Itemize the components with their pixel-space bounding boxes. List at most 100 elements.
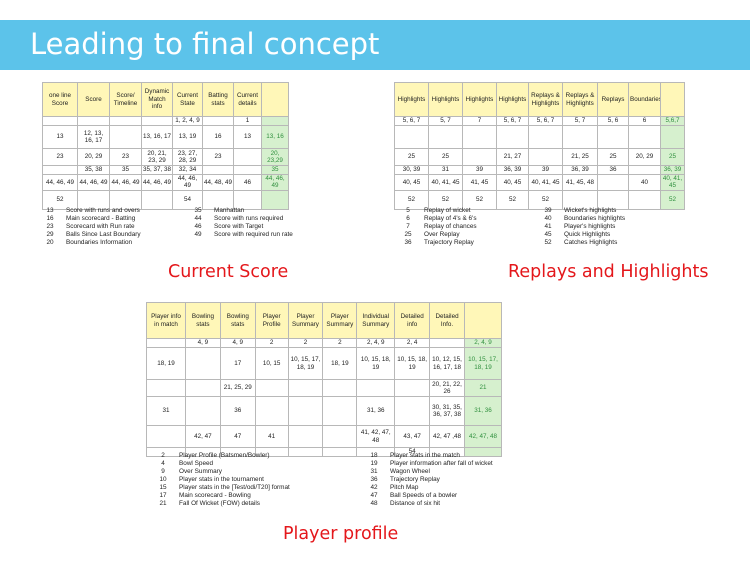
column-header: Highlights [428, 82, 463, 117]
table-cell: 2 [322, 338, 358, 348]
column-header: Replays & Highlights [562, 82, 598, 117]
table-cell: 21, 25 [562, 148, 598, 166]
column-header: Current State [172, 82, 203, 117]
legend-text: Replay of 4's & 6's [424, 215, 477, 222]
table-cell [597, 174, 629, 191]
table-cell: 40, 45 [496, 174, 529, 191]
column-header: Detailed info [394, 302, 431, 339]
legend-text: Score with runs and overs [66, 207, 140, 214]
table-cell: 35 [109, 165, 142, 175]
table-cell: 25 [394, 148, 429, 166]
table-cell: 36 [219, 396, 256, 426]
legend-number: 17 [159, 492, 167, 499]
column-header: Replays [597, 82, 629, 117]
summary-cell [463, 447, 503, 457]
table-cell: 52 [42, 189, 78, 210]
summary-cell [261, 116, 289, 126]
column-header: Player Summary [287, 302, 324, 339]
table-cell: 32, 34 [172, 165, 203, 175]
table-cell: 36 [597, 165, 629, 175]
table-cell: 25 [597, 148, 629, 166]
legend-number: 10 [159, 476, 167, 483]
table-cell [287, 379, 324, 397]
table-cell [287, 447, 324, 457]
column-header: Bowling stats [219, 302, 256, 339]
legend-number: 15 [159, 484, 167, 491]
legend-text: Manhattan [214, 207, 245, 214]
table-cell: 36, 39 [496, 165, 529, 175]
table-cell [202, 116, 234, 126]
legend-number: 21 [159, 500, 167, 507]
legend-text: Balls Since Last Boundary [66, 231, 141, 238]
table-cell [462, 125, 497, 149]
legend-text: Boundaries highlights [564, 215, 626, 222]
legend-number: 25 [404, 231, 412, 238]
table-cell: 52 [428, 189, 463, 210]
legend-text: Ball Speeds of a bowler [390, 492, 458, 499]
column-header: Bowling stats [184, 302, 221, 339]
column-header: Score/ Timeline [109, 82, 142, 117]
legend-number: 52 [544, 239, 552, 246]
table-cell: 41 [254, 425, 289, 448]
legend-number: 47 [370, 492, 378, 499]
slide-title: Leading to final concept [30, 27, 380, 61]
summary-cell: 40, 41, 45 [660, 174, 685, 191]
table-cell: 5, 7 [428, 116, 463, 126]
table-cell: 5, 6, 7 [496, 116, 529, 126]
table-cell [322, 425, 358, 448]
table-cell: 23 [109, 148, 142, 166]
table-cell [394, 396, 431, 426]
table-cell [254, 379, 289, 397]
table-cell: 40, 41, 45 [528, 174, 563, 191]
legend-text: Distance of six hit [390, 500, 441, 507]
table-cell [184, 379, 221, 397]
table-cell: 44, 46, 49 [141, 174, 173, 191]
table-cell: 10, 15, 18, 19 [356, 347, 396, 380]
legend-number: 23 [46, 223, 54, 230]
table-row: 54 [146, 447, 503, 457]
legend-number: 7 [406, 223, 410, 230]
table-cell: 12, 13, 16, 17 [77, 125, 110, 149]
column-header: Player Summary [322, 302, 358, 339]
table-cell: 41, 45, 48 [562, 174, 598, 191]
table-cell [254, 396, 289, 426]
table-cell: 23 [42, 148, 78, 166]
table-cell: 10, 12, 15, 16, 17, 18 [429, 347, 465, 380]
table-cell: 40, 45 [394, 174, 429, 191]
summary-cell [660, 125, 685, 149]
legend-text: Replay of wicket [424, 207, 471, 214]
table-cell [219, 447, 256, 457]
table-cell: 21, 25, 29 [219, 379, 256, 397]
summary-cell: 44, 46, 49 [261, 174, 289, 191]
column-header: Player info in match [146, 302, 186, 339]
legend-number: 39 [544, 207, 552, 214]
table-cell [184, 347, 221, 380]
table-cell: 21, 27 [496, 148, 529, 166]
table-cell [233, 148, 262, 166]
table-cell: 35, 38 [77, 165, 110, 175]
legend-number: 13 [46, 207, 54, 214]
summary-cell: 10, 15, 17, 18, 19 [463, 347, 503, 380]
summary-cell: 35 [261, 165, 289, 175]
legend-text: Over Summary [179, 468, 222, 475]
legend-number: 18 [370, 452, 378, 459]
table-cell [146, 338, 186, 348]
column-header: Replays & Highlights [528, 82, 563, 117]
legend-text: Catches Highlights [564, 239, 618, 246]
table-cell: 5, 6, 7 [394, 116, 429, 126]
column-header: one line Score [42, 82, 78, 117]
table-cell [528, 125, 563, 149]
table-cell [429, 338, 465, 348]
table-cell: 42, 47 ,48 [429, 425, 465, 448]
table-cell: 7 [462, 116, 497, 126]
legend-number: 44 [194, 215, 202, 222]
legend-text: Main scorecard - Bowling [179, 492, 251, 499]
column-header: Individual Summary [356, 302, 396, 339]
